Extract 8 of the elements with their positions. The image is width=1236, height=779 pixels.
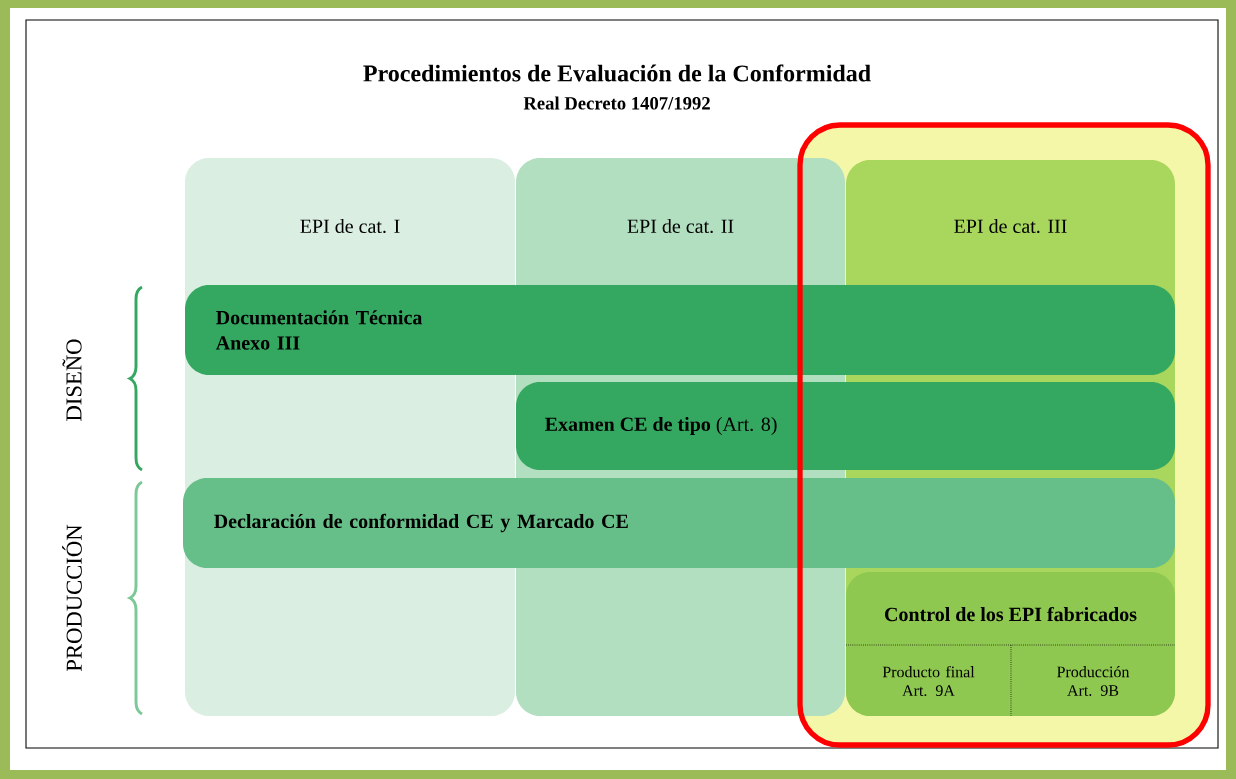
section-label: DISEÑO [62, 339, 82, 421]
section-label: PRODUCCIÓN [62, 524, 82, 672]
control-box: Control de los EPI fabricados Producto final Art. 9A Producción Art. 9B [845, 572, 1176, 717]
subtitle: Real Decreto 1407/1992 [523, 96, 710, 110]
process-band: Documentación Técnica Anexo III [185, 285, 1175, 375]
title: Procedimientos de Evaluación de la Conformidad [363, 64, 871, 82]
process-band: Declaración de conformidad CE y Marcado CE [183, 478, 1175, 568]
process-band: Examen CE de tipo (Art. 8) [516, 382, 1175, 470]
